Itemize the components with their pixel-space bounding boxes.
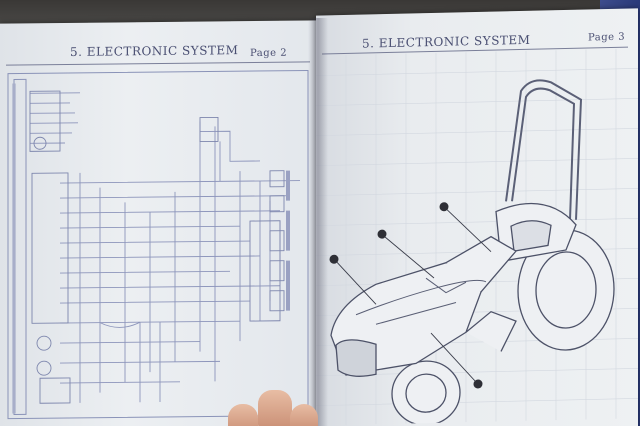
wiring-diagram-wires (30, 92, 300, 403)
callout-leaders (335, 208, 492, 383)
wiring-diagram-components (29, 90, 285, 404)
tractor-seat (510, 220, 552, 252)
callout-dots (329, 202, 483, 389)
book-gutter-shadow (308, 18, 328, 426)
callout-dot-2 (377, 229, 387, 239)
tractor-illustration (316, 48, 638, 426)
thumb-center (258, 390, 292, 426)
right-page: 5. ELECTRONIC SYSTEM Page 3 (316, 8, 638, 426)
callout-dot-4 (473, 379, 483, 389)
wiring-diagram (7, 69, 309, 420)
tractor-body (330, 202, 615, 426)
finger-right (290, 404, 318, 426)
wiring-harness (355, 277, 487, 325)
finger-left (228, 404, 258, 426)
left-page: 5. ELECTRONIC SYSTEM Page 2 (0, 20, 320, 426)
tractor-rops-frame (505, 79, 583, 220)
callout-dot-1 (329, 254, 339, 264)
tractor-grille (335, 339, 377, 377)
wiring-diagram-small-text (12, 83, 290, 414)
callout-dot-3 (439, 202, 449, 212)
